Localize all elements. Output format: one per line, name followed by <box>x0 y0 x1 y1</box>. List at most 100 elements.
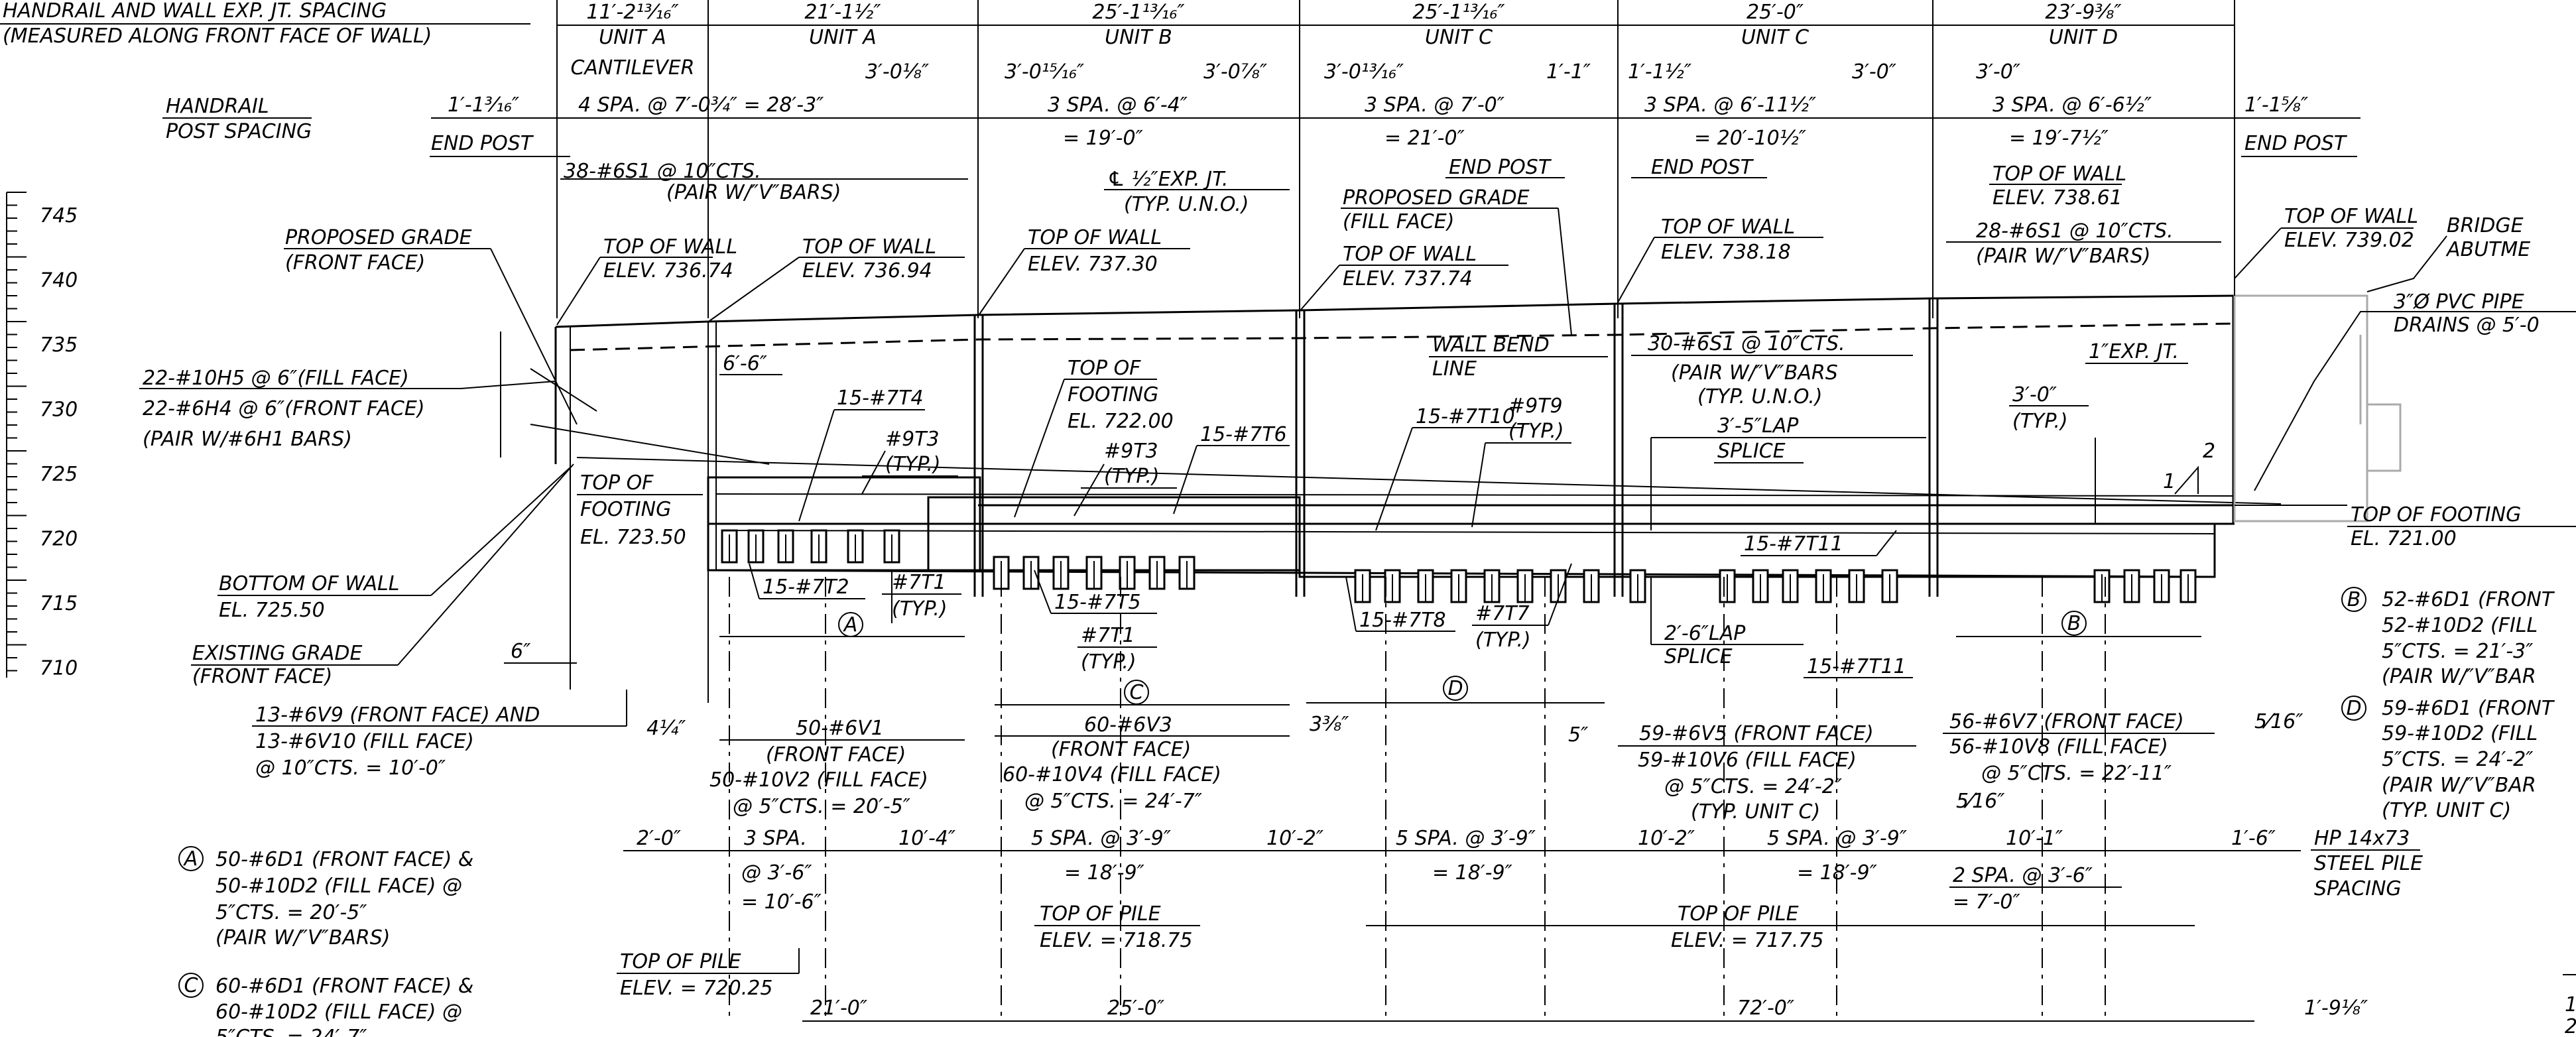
bow-1: BOTTOM OF WALL <box>219 572 399 595</box>
t2-note: 15-#7T2 <box>763 576 849 599</box>
marker-a-note: A <box>183 847 198 871</box>
label-unit-a-2: UNIT A <box>809 26 877 49</box>
post-d-left: 3′-0″ <box>1976 60 2021 84</box>
end-post-c2: END POST <box>1651 156 1754 179</box>
bow-2: EL. 725.50 <box>219 599 325 622</box>
v1-3: 50-#10V2 (FILL FACE) <box>709 768 928 792</box>
right-d-4: (PAIR W/″V″BAR <box>2382 774 2536 797</box>
marker-b: B <box>2067 612 2081 635</box>
h1-note: (PAIR W/#6H1 BARS) <box>143 428 352 451</box>
dim-unit-a: 21′-1½″ <box>804 1 881 24</box>
exp-jt-2: (TYP. U.N.O.) <box>1124 193 1249 216</box>
label-cantilever: CANTILEVER <box>570 56 694 80</box>
v5-4: (TYP. UNIT C) <box>1691 800 1820 823</box>
t3a-2: (TYP.) <box>885 453 941 476</box>
post-c1-right: 1′-1″ <box>1546 60 1591 84</box>
v9-1: 13-#6V9 (FRONT FACE) AND <box>255 703 540 727</box>
t4-note: 15-#7T4 <box>837 387 924 410</box>
stub-1: 1 <box>2565 993 2576 1016</box>
tow-c1-1: TOP OF WALL <box>1343 243 1477 266</box>
pile-top-a-1: TOP OF PILE <box>620 950 741 973</box>
v1-2: (FRONT FACE) <box>766 743 906 766</box>
dim-516b: 5⁄16″ <box>2254 710 2303 733</box>
top-ftg-b-3: EL. 722.00 <box>1068 410 1174 433</box>
t1b-2: (TYP.) <box>1081 650 1136 674</box>
pile-d102a: 10′-2″ <box>1266 827 1324 850</box>
tow-a1-1: TOP OF WALL <box>603 235 737 259</box>
scale-label: 730 <box>40 398 78 422</box>
v9-3: @ 10″CTS. = 10′-0″ <box>255 757 446 780</box>
s1-c-2: (PAIR W/″V″BARS <box>1671 361 1838 385</box>
scale-label: 715 <box>40 592 78 615</box>
v7-1: 56-#6V7 (FRONT FACE) <box>1949 710 2184 733</box>
pile-top-elevations: TOP OF PILE ELEV. = 720.25 TOP OF PILE E… <box>617 902 2195 1000</box>
pile-d102b: 10′-2″ <box>1638 827 1695 850</box>
top-ftg-b-2: FOOTING <box>1068 383 1158 406</box>
post-a-spacing: 4 SPA. @ 7′-0¾″ = 28′-3″ <box>578 93 824 117</box>
dim-338: 3⅜″ <box>1310 713 1349 736</box>
prop-grade-c-1: PROPOSED GRADE <box>1343 186 1530 210</box>
pile-d101: 10′-1″ <box>2006 827 2063 850</box>
wall-outline <box>530 294 2282 703</box>
post-c2-left: 1′-1½″ <box>1628 60 1692 84</box>
bridge-2: ABUTME <box>2445 238 2530 261</box>
pile-d-spa: 2 SPA. @ 3′-6″ <box>1953 864 2093 887</box>
post-c1-total: = 21′-0″ <box>1384 127 1465 150</box>
top-ftg-a-2: FOOTING <box>580 498 671 521</box>
pile-d16: 1′-6″ <box>2231 827 2276 850</box>
t11a-note: 15-#7T11 <box>1744 532 1843 556</box>
wall-bend-2: LINE <box>1432 357 1477 381</box>
s1-c-3: (TYP. U.N.O.) <box>1697 385 1823 408</box>
marker-a: A <box>843 613 858 637</box>
dim-66: 6′-6″ <box>723 352 768 375</box>
h4-note: 22-#6H4 @ 6″(FRONT FACE) <box>143 397 425 420</box>
right-b-2: 52-#10D2 (FILL <box>2382 614 2538 637</box>
v7-3: @ 5″CTS. = 22′-11″ <box>1981 762 2172 785</box>
label-unit-c-1: UNIT C <box>1425 26 1493 49</box>
v3-4: @ 5″CTS. = 24′-7″ <box>1024 790 1203 813</box>
pile-top-c-1: TOP OF PILE <box>1678 902 1799 926</box>
pile-a-tot: = 10′-6″ <box>741 890 822 914</box>
marker-d: D <box>1447 677 1463 700</box>
prop-grade-c-2: (FILL FACE) <box>1343 210 1454 233</box>
marker-c: C <box>1130 681 1144 704</box>
tow-a1-2: ELEV. 736.74 <box>603 259 733 282</box>
label-unit-b: UNIT B <box>1105 26 1172 49</box>
right-b-1: 52-#6D1 (FRONT <box>2382 588 2555 611</box>
left-a-4: (PAIR W/″V″BARS) <box>215 926 390 949</box>
dim-unit-d: 23′-9⅜″ <box>2045 1 2122 24</box>
tow-end-1: TOP OF WALL <box>2284 205 2418 228</box>
tow-c1-2: ELEV. 737.74 <box>1343 267 1473 290</box>
t9-1: #9T9 <box>1508 395 1563 418</box>
dim-6: 6″ <box>511 640 531 663</box>
s1-right-2: (PAIR W/″V″BARS) <box>1976 245 2150 268</box>
right-b-3: 5″CTS. = 21′-3″ <box>2382 640 2534 663</box>
t1a-1: #7T1 <box>892 571 946 594</box>
right-d-2: 59-#10D2 (FILL <box>2382 722 2538 745</box>
left-a-1: 50-#6D1 (FRONT FACE) & <box>215 848 473 871</box>
scale-label: 745 <box>40 204 78 227</box>
scale-label: 725 <box>40 463 78 486</box>
tow-b-2: ELEV. 737.30 <box>1028 253 1158 276</box>
scale-label: 735 <box>40 334 78 357</box>
v5-1: 59-#6V5 (FRONT FACE) <box>1639 722 1874 745</box>
t7-1: #7T7 <box>1475 602 1530 625</box>
t3b-1: #9T3 <box>1104 440 1158 463</box>
t11b-note: 15-#7T11 <box>1807 655 1906 678</box>
right-d-3: 5″CTS. = 24′-2″ <box>2382 748 2534 771</box>
right-d-5: (TYP. UNIT C) <box>2382 799 2511 822</box>
bottom-dim-2: 25′-0″ <box>1107 997 1165 1020</box>
exp-jt-right: 1″EXP. JT. <box>2089 340 2179 363</box>
dim-516a: 5⁄16″ <box>1956 790 2005 813</box>
s1-left-2: (PAIR W/″V″BARS) <box>666 181 841 204</box>
lap-2: SPLICE <box>1717 440 1786 463</box>
scale-label: 720 <box>40 528 78 551</box>
pile-top-b-2: ELEV. = 718.75 <box>1040 929 1192 952</box>
edge-stub: 1 2 <box>2563 974 2576 1037</box>
t3a-1: #9T3 <box>885 428 940 451</box>
pile-d-tot: = 7′-0″ <box>1953 890 2020 914</box>
top-ftg-end-1: TOP OF FOOTING <box>2351 503 2521 526</box>
bottom-dim-1: 21′-0″ <box>810 997 868 1020</box>
post-left-end: 1′-1³⁄₁₆″ <box>448 93 520 117</box>
